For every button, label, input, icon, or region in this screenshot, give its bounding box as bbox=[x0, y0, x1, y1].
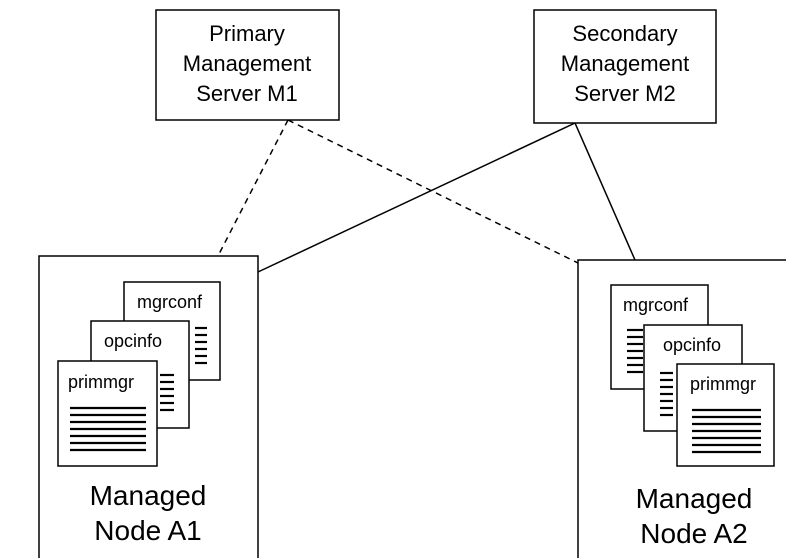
file-primmgr-a2: primmgr bbox=[676, 363, 775, 467]
secondary-server-line-3: Server M2 bbox=[574, 81, 675, 106]
primary-server-line-1: Primary bbox=[209, 21, 285, 46]
file-opcinfo-label-a2: opcinfo bbox=[663, 335, 721, 355]
file-opcinfo-label-a1: opcinfo bbox=[104, 331, 162, 351]
node-a2-line-1: Managed bbox=[636, 483, 753, 514]
file-primmgr-label-a2: primmgr bbox=[690, 374, 756, 394]
file-mgrconf-label-a1: mgrconf bbox=[137, 292, 203, 312]
secondary-server-box: Secondary Management Server M2 bbox=[533, 9, 717, 124]
node-a2-line-2: Node A2 bbox=[640, 518, 747, 549]
secondary-server-line-1: Secondary bbox=[572, 21, 677, 46]
link-m2-a1 bbox=[257, 122, 576, 273]
primary-server-line-3: Server M1 bbox=[196, 81, 297, 106]
primary-server-box: Primary Management Server M1 bbox=[155, 9, 340, 121]
primary-server-line-2: Management bbox=[183, 51, 311, 76]
file-mgrconf-label-a2: mgrconf bbox=[623, 295, 689, 315]
file-primmgr-a1: primmgr bbox=[57, 360, 158, 467]
file-primmgr-label-a1: primmgr bbox=[68, 372, 134, 392]
secondary-server-line-2: Management bbox=[561, 51, 689, 76]
connections bbox=[217, 119, 636, 273]
link-m1-a1 bbox=[217, 119, 289, 257]
link-m2-a2 bbox=[574, 122, 636, 261]
node-a1-line-2: Node A1 bbox=[94, 515, 201, 546]
managed-node-a1: mgrconf opcinfo primmgr bbox=[38, 255, 259, 558]
node-a1-line-1: Managed bbox=[90, 480, 207, 511]
managed-node-a2: mgrconf opcinfo primmgr bbox=[577, 259, 786, 558]
